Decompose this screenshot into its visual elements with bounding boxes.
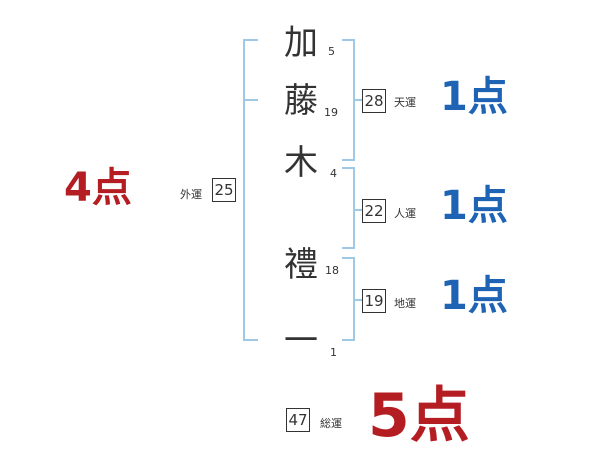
gaikaku-score: 4点 xyxy=(64,165,132,211)
name-char-1: 加 xyxy=(284,23,318,63)
stroke-count-1: 5 xyxy=(328,45,335,58)
gaikaku-value-box: 25 xyxy=(212,178,236,202)
tenkaku-value-box: 28 xyxy=(362,89,386,113)
name-char-4: 禮 xyxy=(284,245,318,285)
chikaku-value-box: 19 xyxy=(362,289,386,313)
stroke-count-5: 1 xyxy=(330,346,337,359)
chikaku-label: 地運 xyxy=(394,297,416,310)
tenkaku-bracket xyxy=(342,39,355,161)
outer-bracket xyxy=(243,39,258,341)
jinkaku-value-box: 22 xyxy=(362,199,386,223)
gaikaku-label: 外運 xyxy=(180,188,202,201)
jinkaku-label: 人運 xyxy=(394,207,416,220)
jinkaku-score: 1点 xyxy=(440,183,508,229)
stroke-count-3: 4 xyxy=(330,167,337,180)
tenkaku-label: 天運 xyxy=(394,96,416,109)
stroke-count-4: 18 xyxy=(325,264,339,277)
name-char-2: 藤 xyxy=(284,81,318,121)
name-char-3: 木 xyxy=(284,143,318,183)
soukaku-score: 5点 xyxy=(368,381,470,451)
tenkaku-score: 1点 xyxy=(440,74,508,120)
stroke-count-2: 19 xyxy=(324,106,338,119)
chikaku-score: 1点 xyxy=(440,273,508,319)
name-char-5: 一 xyxy=(284,321,318,361)
soukaku-value-box: 47 xyxy=(286,408,310,432)
soukaku-label: 総運 xyxy=(320,417,342,430)
jinkaku-bracket xyxy=(342,167,355,249)
chikaku-bracket xyxy=(342,257,355,341)
